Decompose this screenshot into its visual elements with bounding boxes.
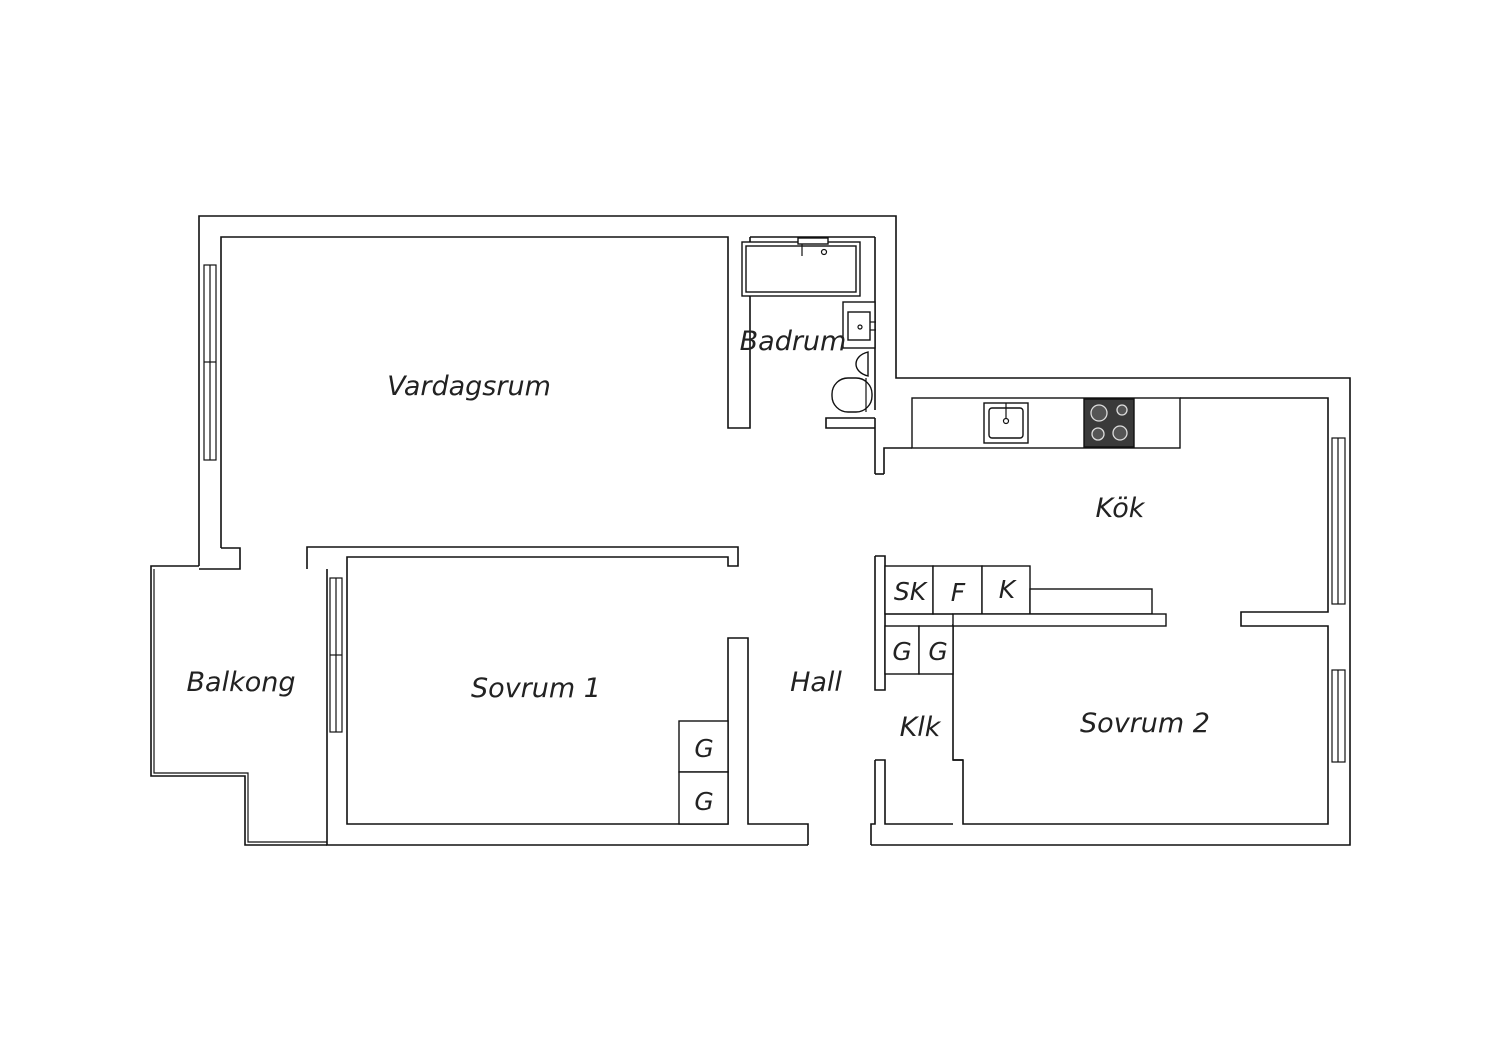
window-icon xyxy=(1331,669,1346,763)
room-label-sovrum-1: Sovrum 1 xyxy=(471,673,601,704)
cabinet-label-g: G xyxy=(928,637,947,666)
window-icon xyxy=(329,577,343,733)
wardrobe-row xyxy=(884,565,1167,627)
room-label-hall: Hall xyxy=(790,667,842,698)
room-label-badrum: Badrum xyxy=(740,326,847,357)
closet-row xyxy=(884,625,954,675)
outer-walls xyxy=(198,215,1351,846)
room-label-vardagsrum: Vardagsrum xyxy=(387,371,551,402)
balcony-outline xyxy=(150,565,327,846)
room-label-sovrum-2: Sovrum 2 xyxy=(1080,708,1210,739)
cabinet-label-g: G xyxy=(892,637,911,666)
washbasin-icon xyxy=(842,301,876,349)
stove-icon xyxy=(1083,398,1135,448)
kitchen-counter xyxy=(911,397,1181,449)
window-icon xyxy=(1331,437,1346,605)
cabinet-label-k: K xyxy=(999,575,1018,604)
cabinet-label-g: G xyxy=(694,734,713,763)
window-icon xyxy=(203,264,217,461)
room-label-klk: Klk xyxy=(900,712,942,743)
room-label-balkong: Balkong xyxy=(187,667,296,698)
bathtub-icon xyxy=(741,237,861,297)
cabinet-label-g: G xyxy=(694,787,713,816)
room-label-kok: Kök xyxy=(1096,493,1146,524)
cabinet-label-sk: SK xyxy=(894,577,929,606)
kitchen-sink-icon xyxy=(983,402,1029,444)
cabinet-label-f: F xyxy=(951,578,966,607)
toilet-icon xyxy=(831,351,873,413)
bedroom-wardrobes xyxy=(678,720,729,825)
